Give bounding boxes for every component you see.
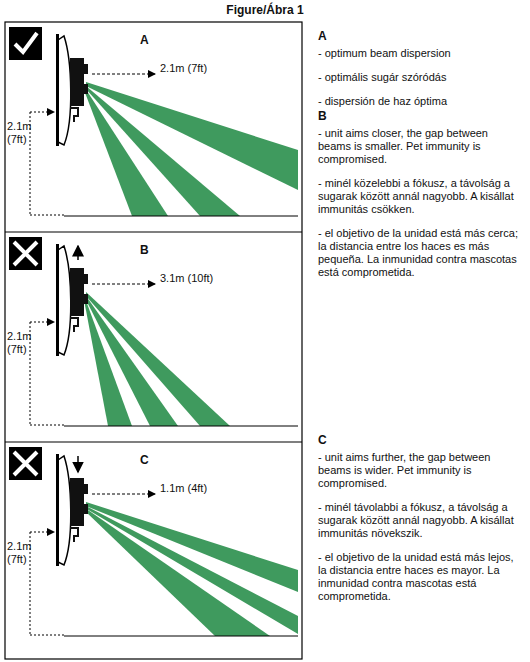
figure-title: Figure/Ábra 1 xyxy=(0,4,530,17)
section-letter: A xyxy=(318,30,518,43)
panel-letter: B xyxy=(140,244,160,257)
note-text: - optimális sugár szóródás xyxy=(318,71,518,84)
note-text: - minél távolabbi a fókusz, a távolság a… xyxy=(318,501,518,540)
dimension-label: 2.1m (7ft) xyxy=(160,62,212,75)
note-text: - unit aims further, the gap between bea… xyxy=(318,451,518,490)
dimension-label: 3.1m (10ft) xyxy=(160,272,218,285)
dimension-label: 2.1m (7ft) xyxy=(7,540,43,566)
section-letter: C xyxy=(318,434,518,447)
note-text: - unit aims closer, the gap between beam… xyxy=(318,127,518,166)
dimension-label: 2.1m (7ft) xyxy=(7,330,43,356)
dimension-label: 1.1m (4ft) xyxy=(160,482,212,495)
panel-letter: A xyxy=(140,34,160,47)
note-text: - el objetivo de la unidad está más cerc… xyxy=(318,227,518,279)
note-text: - el objetivo de la unidad está más lejo… xyxy=(318,551,518,603)
note-text: - dispersión de haz óptima xyxy=(318,95,518,108)
section-letter: B xyxy=(318,110,518,123)
note-text: - minél közelebbi a fókusz, a távolság a… xyxy=(318,177,518,216)
panel-letter: C xyxy=(140,454,160,467)
dimension-label: 2.1m (7ft) xyxy=(7,120,43,146)
note-text: - optimum beam dispersion xyxy=(318,47,518,60)
